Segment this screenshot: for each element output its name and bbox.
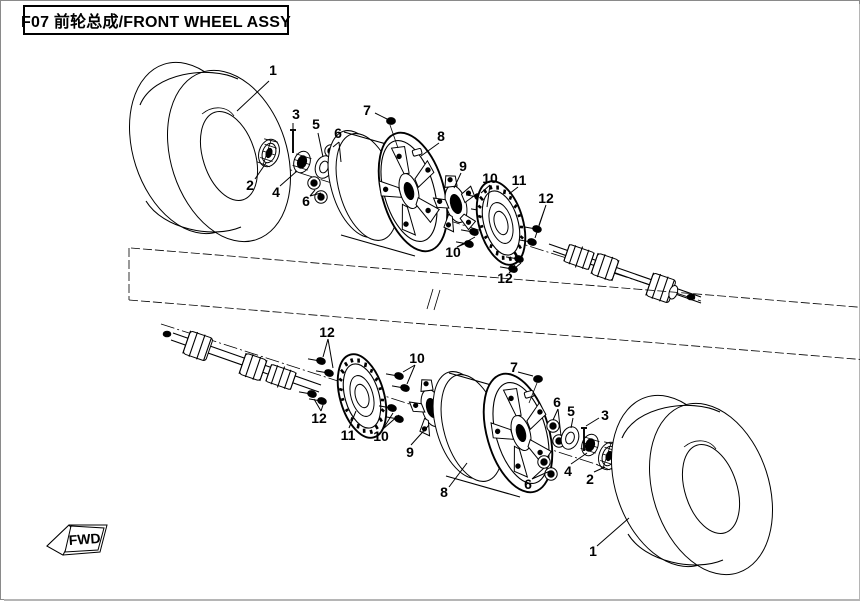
callout-9b: 9 <box>406 444 414 460</box>
callout-10c: 10 <box>409 350 425 366</box>
callout-5: 5 <box>312 116 320 132</box>
callout-6d: 6 <box>524 476 532 492</box>
part-tire-upper <box>128 61 292 243</box>
part-wheel-rim-upper <box>327 130 449 257</box>
part-hub-cap-upper <box>256 138 280 168</box>
lower-assembly: 12 12 11 10 10 9 8 7 6 6 5 4 3 2 1 <box>160 323 774 576</box>
part-cotter-pin-upper <box>290 129 296 153</box>
break-mark <box>426 288 441 311</box>
part-wheel-rim-lower <box>432 371 554 498</box>
callout-8: 8 <box>437 128 445 144</box>
drive-axle-upper <box>548 243 702 304</box>
callout-2b: 2 <box>586 471 594 487</box>
fwd-label: FWD <box>68 530 101 548</box>
callout-8b: 8 <box>440 484 448 500</box>
part-valve-stem-upper <box>386 117 399 149</box>
callout-7: 7 <box>363 102 371 118</box>
callout-12d: 12 <box>311 410 327 426</box>
callout-11: 11 <box>512 172 527 188</box>
callout-10d: 10 <box>373 428 389 444</box>
upper-callout-labels: 1 2 3 4 5 6 6 7 8 9 10 10 11 12 12 <box>246 62 554 286</box>
page-title: F07 前轮总成/FRONT WHEEL ASSY <box>21 14 291 31</box>
lower-leader-lines <box>313 338 630 547</box>
part-wheel-hub-upper <box>432 175 477 233</box>
callout-11b: 11 <box>341 427 356 443</box>
part-tire-lower <box>610 394 774 576</box>
forward-direction-arrow: FWD <box>46 524 108 556</box>
callout-4: 4 <box>272 184 280 200</box>
callout-6a: 6 <box>334 125 342 141</box>
callout-6b: 6 <box>302 193 310 209</box>
callout-9: 9 <box>459 158 467 174</box>
part-brake-disc-upper <box>475 180 527 266</box>
callout-1: 1 <box>269 62 277 78</box>
callout-12c: 12 <box>319 324 335 340</box>
lower-callout-labels: 12 12 11 10 10 9 8 7 6 6 5 4 3 2 1 <box>311 324 609 559</box>
title-box: F07 前轮总成/FRONT WHEEL ASSY <box>21 5 291 35</box>
part-cotter-pin-lower <box>581 427 587 451</box>
callout-3b: 3 <box>601 407 609 423</box>
part-disc-bolts-lower <box>298 353 335 407</box>
part-castle-nut-upper <box>292 150 312 174</box>
drive-axle-lower <box>162 330 322 393</box>
callout-3: 3 <box>292 106 300 122</box>
callout-10a: 10 <box>482 170 498 186</box>
part-castle-nut-lower <box>580 433 600 457</box>
callout-4b: 4 <box>564 463 572 479</box>
callout-2: 2 <box>246 177 254 193</box>
callout-6c: 6 <box>553 394 561 410</box>
part-brake-disc-lower <box>336 353 388 439</box>
upper-leader-lines <box>236 80 547 274</box>
callout-5b: 5 <box>567 403 575 419</box>
callout-12a: 12 <box>538 190 554 206</box>
upper-assembly: 1 2 3 4 5 6 6 7 8 9 10 10 11 12 12 <box>128 61 702 304</box>
callout-12b: 12 <box>497 270 513 286</box>
center-reference-band <box>128 247 860 360</box>
callout-1b: 1 <box>589 543 597 559</box>
part-valve-stem-lower <box>528 375 543 404</box>
part-washer-lower <box>560 426 580 450</box>
callout-10b: 10 <box>445 244 461 260</box>
callout-7b: 7 <box>510 359 518 375</box>
